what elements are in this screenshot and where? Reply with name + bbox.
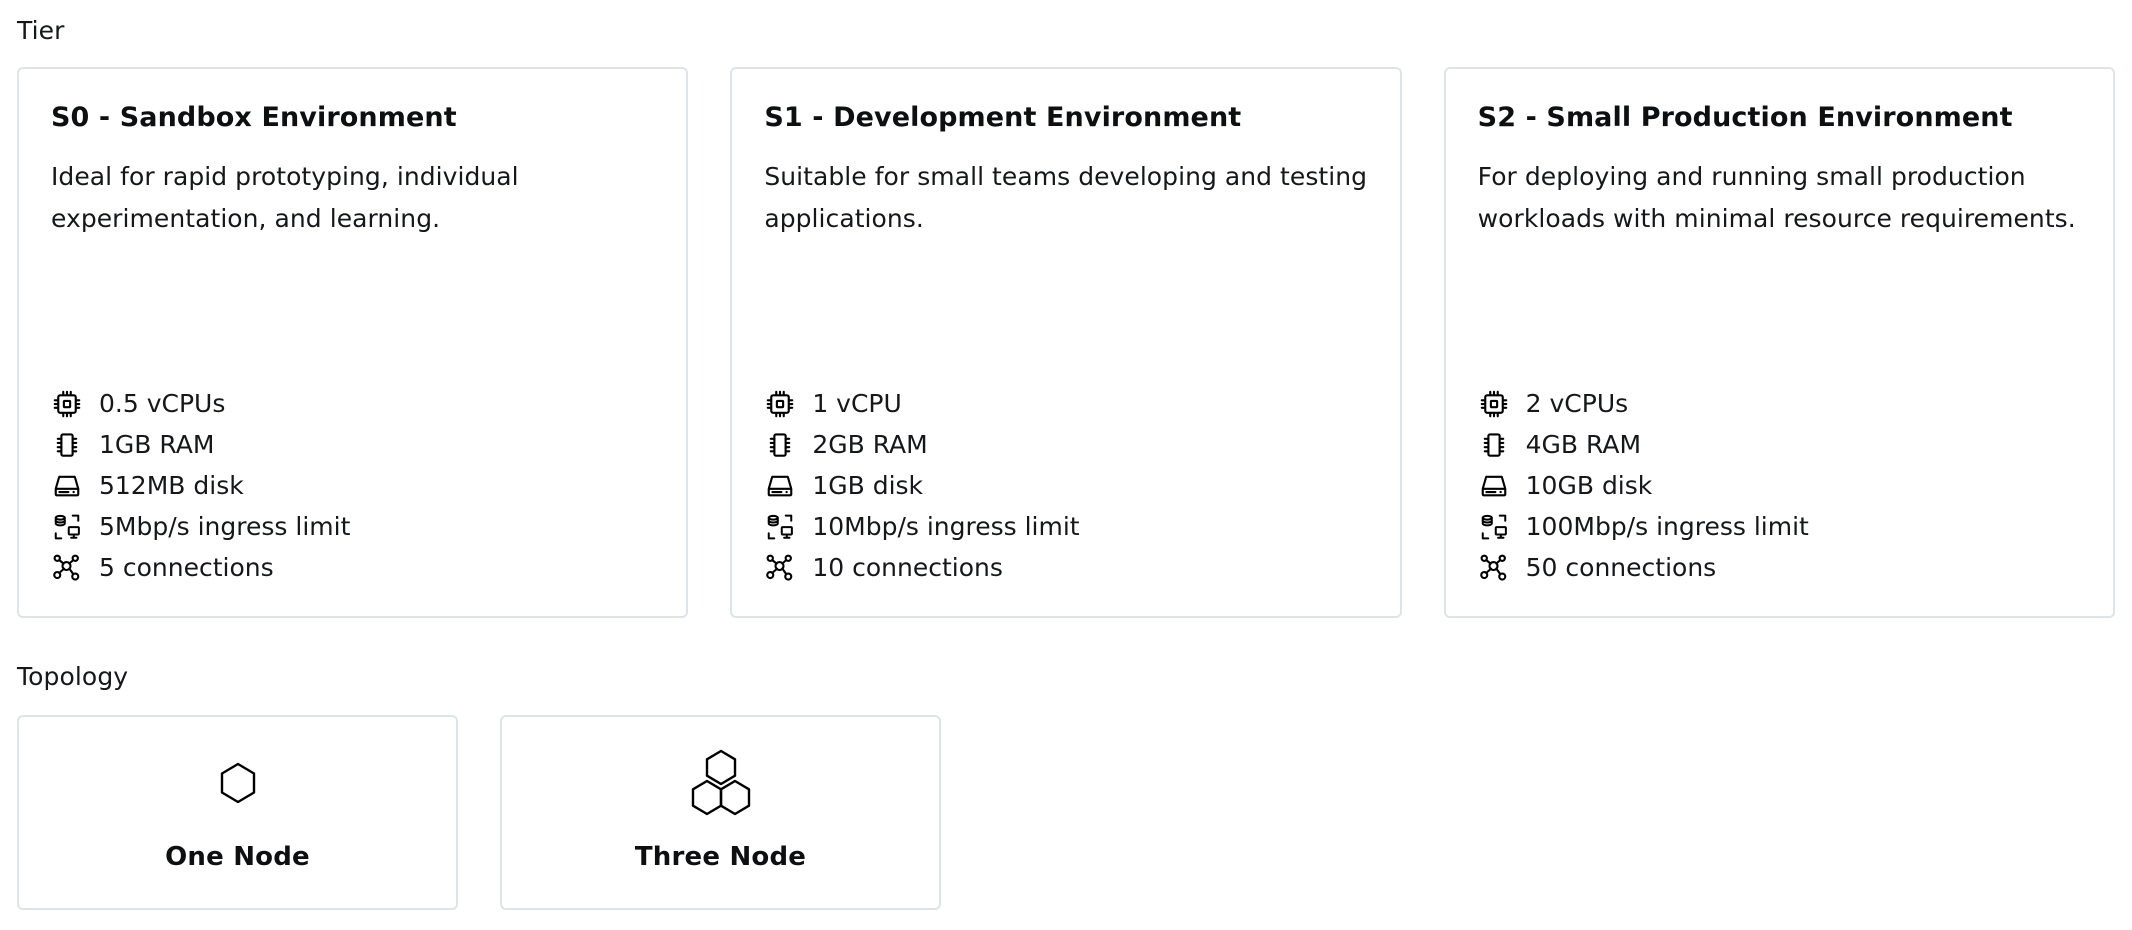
network-transfer-icon — [51, 511, 83, 543]
tier-card-grid: S0 - Sandbox Environment Ideal for rapid… — [17, 67, 2115, 618]
spec-row-ingress: 5Mbp/s ingress limit — [51, 506, 654, 547]
spec-value: 4GB RAM — [1525, 429, 1642, 459]
tier-card-s0[interactable]: S0 - Sandbox Environment Ideal for rapid… — [17, 67, 689, 618]
tier-card-s1[interactable]: S1 - Development Environment Suitable fo… — [730, 67, 1402, 618]
tier-spec-list: 2 vCPUs 4GB RAM — [1478, 359, 2081, 588]
spec-row-connections: 5 connections — [51, 547, 654, 588]
spec-value: 5Mbp/s ingress limit — [99, 511, 351, 541]
topology-option-one-node[interactable]: One Node — [17, 715, 458, 910]
connections-icon — [764, 552, 796, 584]
network-transfer-icon — [764, 511, 796, 543]
cpu-icon — [764, 388, 796, 420]
spec-row-memory: 1GB RAM — [51, 424, 654, 465]
tier-card-s2[interactable]: S2 - Small Production Environment For de… — [1443, 67, 2115, 618]
spec-row-cpu: 0.5 vCPUs — [51, 383, 654, 424]
connections-icon — [1478, 552, 1510, 584]
tier-card-description: Suitable for small teams developing and … — [764, 162, 1368, 233]
spec-value: 50 connections — [1525, 552, 1717, 582]
spec-value: 1GB RAM — [99, 429, 215, 459]
spec-row-disk: 10GB disk — [1478, 465, 2081, 506]
spec-value: 1 vCPU — [812, 388, 902, 418]
network-transfer-icon — [1478, 511, 1510, 543]
spec-row-ingress: 100Mbp/s ingress limit — [1478, 506, 2081, 547]
spec-value: 10Mbp/s ingress limit — [812, 511, 1080, 541]
spec-row-memory: 4GB RAM — [1478, 424, 2081, 465]
spec-row-disk: 512MB disk — [51, 465, 654, 506]
disk-icon — [1478, 470, 1510, 502]
tier-spec-list: 0.5 vCPUs 1GB RAM — [51, 359, 654, 588]
triple-hexagon-icon — [682, 749, 760, 815]
spec-value: 10GB disk — [1525, 470, 1653, 500]
cpu-icon — [51, 388, 83, 420]
topology-section-label: Topology — [17, 662, 129, 691]
spec-value: 10 connections — [812, 552, 1003, 582]
tier-card-description: For deploying and running small producti… — [1477, 162, 2076, 233]
memory-icon — [1478, 429, 1510, 461]
spec-value: 0.5 vCPUs — [99, 388, 226, 418]
spec-row-cpu: 1 vCPU — [764, 383, 1367, 424]
disk-icon — [51, 470, 83, 502]
tier-section-label: Tier — [17, 16, 65, 45]
spec-row-ingress: 10Mbp/s ingress limit — [764, 506, 1367, 547]
tier-card-title: S1 - Development Environment — [764, 102, 1242, 133]
tier-spec-list: 1 vCPU 2GB RAM — [764, 359, 1367, 588]
spec-value: 512MB disk — [99, 470, 244, 500]
connections-icon — [51, 552, 83, 584]
single-hexagon-icon — [216, 753, 260, 815]
spec-value: 5 connections — [99, 552, 274, 582]
spec-row-disk: 1GB disk — [764, 465, 1367, 506]
spec-value: 2GB RAM — [812, 429, 928, 459]
disk-icon — [764, 470, 796, 502]
cpu-icon — [1478, 388, 1510, 420]
spec-row-connections: 10 connections — [764, 547, 1367, 588]
memory-icon — [51, 429, 83, 461]
spec-value: 1GB disk — [812, 470, 924, 500]
spec-value: 2 vCPUs — [1525, 388, 1629, 418]
tier-card-description: Ideal for rapid prototyping, individual … — [51, 162, 519, 233]
spec-value: 100Mbp/s ingress limit — [1525, 511, 1809, 541]
tier-card-title: S0 - Sandbox Environment — [51, 102, 457, 133]
topology-option-grid: One Node Three Node — [17, 715, 2132, 910]
spec-row-memory: 2GB RAM — [764, 424, 1367, 465]
spec-row-cpu: 2 vCPUs — [1478, 383, 2081, 424]
memory-icon — [764, 429, 796, 461]
tier-card-title: S2 - Small Production Environment — [1477, 102, 2013, 133]
topology-option-label: Three Node — [634, 841, 807, 872]
topology-option-label: One Node — [165, 841, 310, 872]
spec-row-connections: 50 connections — [1478, 547, 2081, 588]
topology-option-three-node[interactable]: Three Node — [500, 715, 941, 910]
